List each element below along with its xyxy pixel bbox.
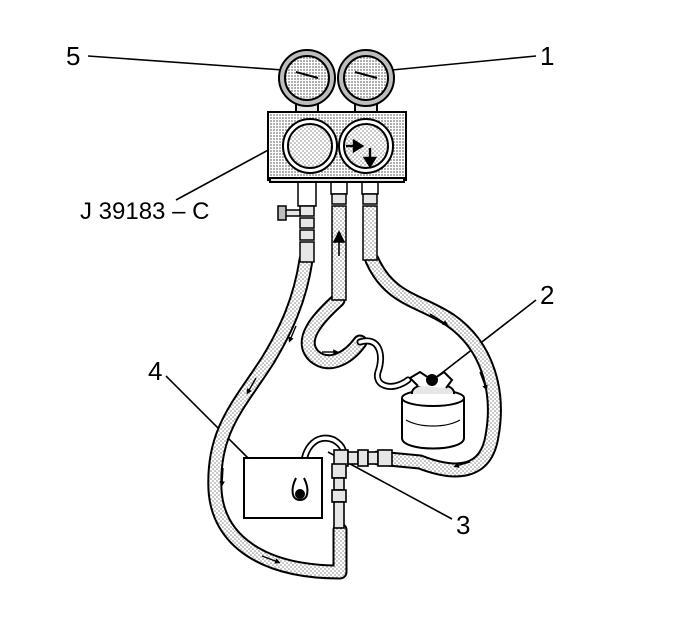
callout-2: 2: [540, 280, 555, 310]
hoses: [207, 252, 502, 580]
leader-1: [391, 55, 537, 71]
hose-left-fill: [209, 254, 346, 578]
tank-tube-inner: [358, 339, 410, 389]
callout-5: 5: [66, 41, 81, 71]
gauge-right: [337, 49, 395, 117]
callout-1: 1: [540, 41, 555, 71]
middle-fitting-arrow: [332, 230, 346, 256]
service-connector: [333, 449, 393, 467]
valve-flow-arrows: [346, 138, 378, 169]
manifold-body: [267, 111, 407, 183]
callout-3: 3: [456, 510, 471, 540]
tank-tube-outer: [356, 337, 412, 390]
hose-middle-fill: [302, 294, 366, 368]
hose-right-fill: [366, 254, 500, 476]
leader-lines: [87, 55, 537, 520]
gauge-left: [278, 49, 336, 117]
leader-4: [165, 375, 251, 461]
refrigerant-tank: [401, 370, 465, 450]
box-drain-fitting: [331, 463, 347, 529]
leader-tool: [175, 147, 273, 201]
hose-flow-arrows: [219, 313, 488, 564]
tool-number-label: J 39183 – C: [80, 198, 210, 225]
manifold-fittings: [277, 179, 379, 301]
leader-5: [87, 55, 284, 71]
component-box: [243, 457, 323, 519]
callout-4: 4: [148, 356, 163, 386]
leader-2: [437, 299, 537, 377]
